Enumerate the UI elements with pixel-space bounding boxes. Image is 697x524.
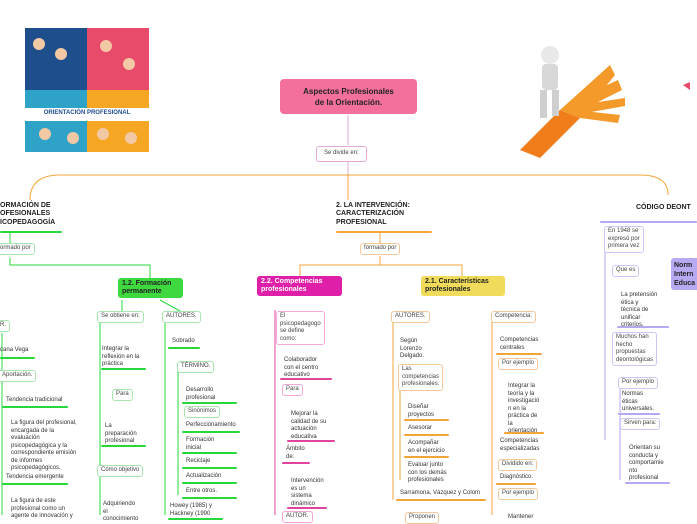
avatar-icon [33, 38, 45, 50]
decision-arrows-illustration [520, 46, 690, 158]
avatar-icon [100, 40, 112, 52]
asesorar[interactable]: Asesorar [408, 425, 433, 431]
orientation-poster: ORIENTACIÓN PROFESIONAL [25, 28, 149, 152]
ambito[interactable]: Ámbito de: [286, 446, 305, 460]
avatar-icon [55, 48, 67, 60]
branch1-sub-topic[interactable]: 1.2. Formación permanente [118, 278, 183, 298]
orientan-conducta[interactable]: Orientan su conducta y comportamie nto p… [629, 445, 664, 481]
root-topic[interactable]: Aspectos Profesionales de la Orientación… [280, 79, 417, 114]
term-entre-otros[interactable]: Entre otros. [186, 488, 218, 494]
branch2-title[interactable]: 2. LA INTERVENCIÓN: CARACTERIZACIÓN PROF… [336, 202, 410, 226]
autores-b1[interactable]: AUTORES. [162, 311, 201, 323]
en-1948[interactable]: En 1948 se expresó por primera vez [604, 226, 644, 253]
competencias-centrales[interactable]: Competencias centrales [500, 337, 539, 351]
autor-b2[interactable]: AUTOR. [282, 511, 313, 523]
colaborador[interactable]: Colaborador con el centro educativo [284, 357, 319, 378]
left-cana-vega[interactable]: cana Vega [0, 347, 29, 353]
muchos-propuestas[interactable]: Muchos han hecho propuestas deontológica… [612, 332, 658, 366]
term-formacion-inicial[interactable]: Formación inicial [186, 437, 215, 451]
branch3-title[interactable]: CÓDIGO DEONT [636, 204, 691, 211]
psicopedagogo-define[interactable]: El psicopedagogo se define como: [276, 311, 325, 345]
como-objetivo[interactable]: Cómo objetivo [97, 465, 144, 477]
tradicional-desc[interactable]: La figura del profesional, encargada de … [11, 420, 77, 471]
para-b2[interactable]: Para [282, 384, 303, 396]
branch1-formado-por[interactable]: ormado por [0, 243, 35, 255]
avatar-icon [67, 132, 79, 144]
termino[interactable]: TÉRMINO. [177, 361, 215, 373]
avatar-icon [123, 58, 135, 70]
segun-lorenzo[interactable]: Según Lorenzo Delgado. [400, 338, 425, 359]
connector-se-divide[interactable]: Se divide en: [316, 146, 367, 162]
term-desarrollo[interactable]: Desarrollo profesional [186, 387, 216, 401]
sirven-para[interactable]: Sirven para: [620, 418, 661, 430]
howey-hackney[interactable]: Howey (1985) y Hackney (1990 [170, 503, 213, 517]
acompanar[interactable]: Acompañar en el ejercicio [408, 440, 445, 454]
term-reciclaje[interactable]: Reciclaje [186, 458, 211, 464]
por-ejemplo-2[interactable]: Por ejemplo [498, 488, 539, 500]
mejorar-calidad[interactable]: Mejorar la calidad de su actuación educa… [291, 411, 327, 440]
avatar-icon [97, 128, 109, 140]
preparacion-profesional[interactable]: La preparación profesional [105, 423, 137, 444]
left-r[interactable]: R. [0, 320, 10, 332]
branch2-formado-por[interactable]: formado por [360, 243, 401, 255]
tendencia-tradicional[interactable]: Tendencia tradicional [6, 397, 63, 403]
por-ejemplo-b3[interactable]: Por ejemplo [618, 377, 659, 389]
term-sinonimos[interactable]: Sinónimos [184, 406, 221, 418]
term-actualizacion[interactable]: Actualización [186, 473, 222, 479]
branch1-title[interactable]: ORMACIÓN DE OFESIONALES ICOPEDAGOGÍA [0, 202, 56, 226]
competencias-especializadas[interactable]: Competencias especializadas [500, 438, 540, 452]
left-aportacion[interactable]: Aportación. [0, 370, 37, 382]
root-title-line1: Aspectos Profesionales [303, 87, 394, 96]
emergente-desc[interactable]: La figura de este profesional como un ag… [11, 498, 73, 519]
proponen[interactable]: Proponen [405, 512, 440, 524]
dividido-en[interactable]: Dividido en: [498, 459, 538, 471]
diagnostico[interactable]: Diagnóstico. [500, 474, 534, 480]
integrar-reflexion[interactable]: Integrar la reflexión en la práctica [102, 346, 140, 367]
norm-box[interactable]: Norm Intern Educa [671, 258, 697, 290]
competencias-profesionales[interactable]: Las competencias profesionales. [398, 364, 444, 391]
normas-eticas[interactable]: Normas éticas universales. [622, 391, 655, 412]
sobrado[interactable]: Sobrado [172, 338, 195, 344]
autores-b2[interactable]: AUTORES. [391, 311, 430, 323]
sarramona[interactable]: Sarramona, Vázquez y Colom [400, 490, 481, 496]
que-es[interactable]: Que es [612, 265, 640, 277]
tendencia-emergente[interactable]: Tendencia emergente [6, 474, 64, 480]
competencia[interactable]: Competencia: [491, 311, 537, 323]
adquiriendo[interactable]: Adquiriendo el conocimiento [103, 501, 139, 522]
se-obtiene-en[interactable]: Se obtiene en: [97, 311, 144, 323]
avatar-icon [125, 132, 137, 144]
evaluar[interactable]: Evaluar junto con los demás profesionale… [408, 462, 447, 483]
pretension-etica[interactable]: La pretensión ética y técnica de unifica… [621, 292, 658, 328]
por-ejemplo-1[interactable]: Por ejemplo [498, 358, 539, 370]
poster-label: ORIENTACIÓN PROFESIONAL [43, 110, 131, 116]
intervencion-sistema[interactable]: Intervención es un sistema dinámico [291, 478, 324, 507]
para-b1[interactable]: Para [112, 389, 133, 401]
integrar-teoria[interactable]: Integrar la teoría y la investigació n e… [508, 383, 540, 434]
disenar-proyectos[interactable]: Diseñar proyectos [408, 404, 435, 418]
root-title-line2: de la Orientación. [314, 98, 383, 107]
sub-competencias[interactable]: 2.2. Competencias profesionales [257, 276, 342, 296]
sub-caracteristicas[interactable]: 2.1. Características profesionales [421, 276, 505, 296]
mantener[interactable]: Mantener [508, 514, 534, 520]
term-perfeccionamiento[interactable]: Perfeccionamiento [186, 422, 236, 428]
avatar-icon [39, 128, 51, 140]
